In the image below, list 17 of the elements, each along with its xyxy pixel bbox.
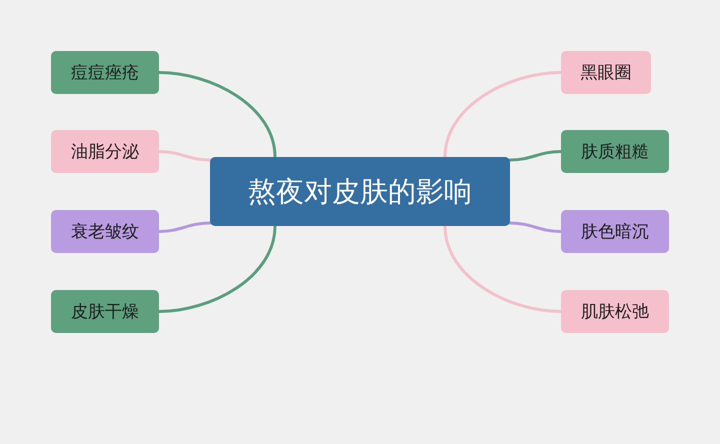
subtopic-box: 皮肤干燥 <box>51 290 159 333</box>
branch-line <box>444 224 562 313</box>
branch-line <box>158 222 212 233</box>
subtopic-box: 肌肤松弛 <box>561 290 669 333</box>
branch-line <box>508 222 562 233</box>
branch-line <box>444 71 562 158</box>
subtopic-box: 肤质粗糙 <box>561 130 669 173</box>
branch-line <box>158 71 276 158</box>
branch-line <box>508 150 562 162</box>
subtopic-box: 痘痘痤疮 <box>51 51 159 94</box>
central-topic-box: 熬夜对皮肤的影响 <box>210 157 510 226</box>
subtopic-box: 衰老皱纹 <box>51 210 159 253</box>
branch-line <box>158 150 212 162</box>
branch-line <box>158 224 276 313</box>
subtopic-box: 肤色暗沉 <box>561 210 669 253</box>
subtopic-box: 油脂分泌 <box>51 130 159 173</box>
subtopic-box: 黑眼圈 <box>561 51 651 94</box>
